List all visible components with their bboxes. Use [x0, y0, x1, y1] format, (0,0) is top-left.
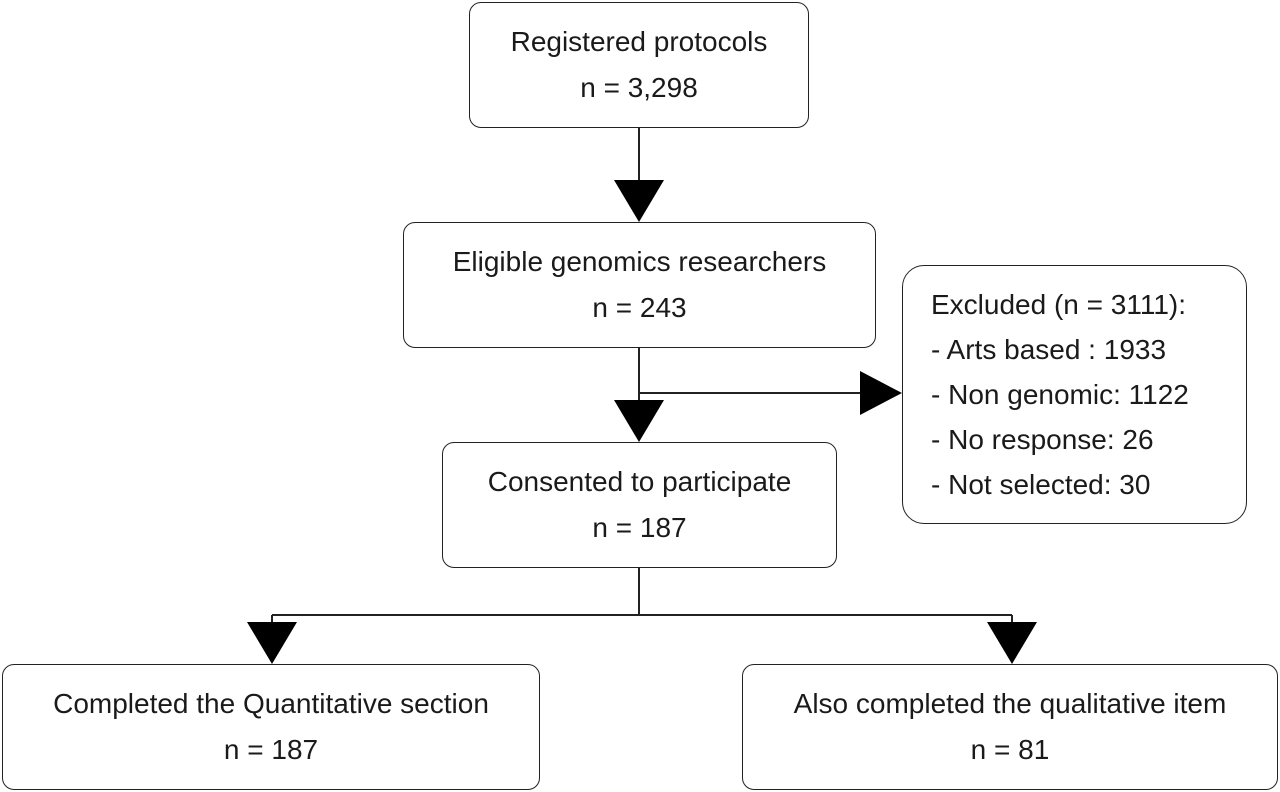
arrowhead-to-eligible — [614, 180, 664, 222]
excluded-item: - No response: 26 — [931, 424, 1154, 455]
excluded-item: - Arts based : 1933 — [931, 334, 1167, 365]
qualitative-count: n = 81 — [970, 734, 1050, 765]
quantitative-title: Completed the Quantitative section — [53, 688, 489, 719]
excluded-title: Excluded (n = 3111): — [931, 289, 1187, 320]
excluded-item: - Non genomic: 1122 — [931, 379, 1189, 410]
arrowhead-to-qualitative — [987, 622, 1037, 664]
registered-protocols-box: Registered protocols n = 3,298 — [469, 2, 809, 128]
eligible-researchers-count: n = 243 — [592, 292, 687, 323]
eligible-researchers-title: Eligible genomics researchers — [452, 246, 827, 277]
consented-count: n = 187 — [592, 512, 687, 543]
arrowhead-to-excluded — [860, 371, 902, 415]
quantitative-count: n = 187 — [223, 734, 319, 765]
excluded-item: - Not selected: 30 — [931, 469, 1151, 500]
registered-protocols-count: n = 3,298 — [580, 72, 698, 103]
quantitative-box: Completed the Quantitative section n = 1… — [2, 664, 540, 790]
arrowhead-to-quantitative — [247, 622, 297, 664]
consented-box: Consented to participate n = 187 — [442, 442, 837, 568]
arrowhead-to-consented — [614, 400, 664, 442]
qualitative-box: Also completed the qualitative item n = … — [742, 664, 1278, 790]
excluded-box: Excluded (n = 3111): - Arts based : 1933… — [902, 265, 1247, 524]
eligible-researchers-box: Eligible genomics researchers n = 243 — [403, 222, 876, 348]
consented-title: Consented to participate — [487, 466, 792, 497]
registered-protocols-title: Registered protocols — [510, 26, 768, 57]
qualitative-title: Also completed the qualitative item — [793, 688, 1227, 719]
